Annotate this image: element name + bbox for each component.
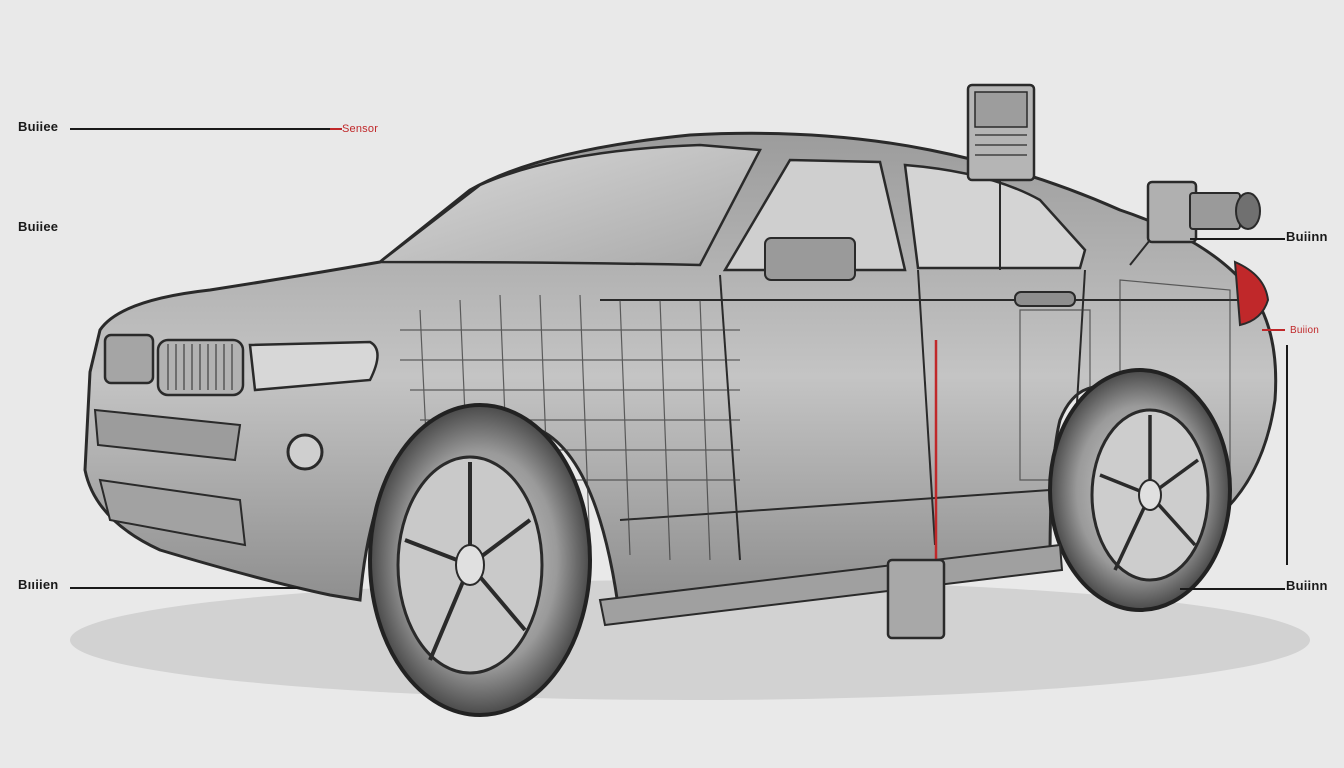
fog-light — [286, 433, 324, 471]
label-right-camera: Buiinn — [1286, 229, 1328, 244]
label-bottom-right: Buiinn — [1286, 578, 1328, 593]
roof-sensor-unit — [966, 83, 1036, 270]
lower-air-intake — [93, 408, 242, 462]
headlight — [248, 340, 379, 392]
front-wheel — [368, 403, 592, 717]
windshield — [376, 143, 762, 267]
label-right-light: Buiion — [1290, 325, 1319, 336]
rear-wheel — [1048, 368, 1232, 612]
rear-camera-unit — [1129, 180, 1261, 266]
label-sensor: Sensor — [342, 123, 379, 135]
underbody-sensor — [886, 558, 946, 640]
label-mid-left: Buiiee — [18, 219, 59, 234]
bumper-vent — [98, 478, 247, 547]
grille-slats — [167, 344, 233, 390]
label-top-left: Buiiee — [18, 119, 59, 134]
tail-light — [1233, 260, 1270, 327]
label-bottom-left: Bııiien — [18, 577, 59, 592]
kidney-grille-left — [103, 333, 155, 385]
door-handle-rear — [1014, 291, 1076, 307]
side-mirror — [764, 237, 856, 281]
